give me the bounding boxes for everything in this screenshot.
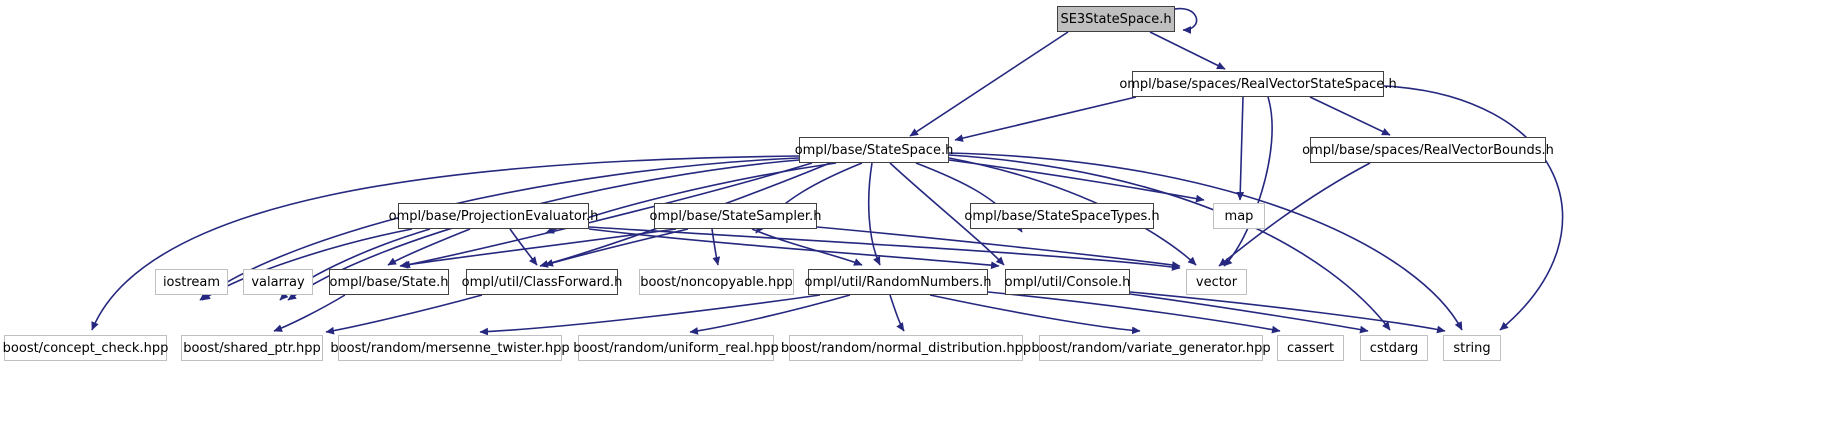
- edge-con-cstdarg: [1129, 293, 1369, 334]
- node-statesampler[interactable]: ompl/base/StateSampler.h: [650, 203, 821, 229]
- node-realvectorstatespace[interactable]: ompl/base/spaces/RealVectorStateSpace.h: [1119, 71, 1397, 97]
- node-projectionevaluator[interactable]: ompl/base/ProjectionEvaluator.h: [389, 203, 598, 229]
- node-label: ompl/util/RandomNumbers.h: [804, 274, 992, 290]
- node-vector[interactable]: vector: [1186, 269, 1247, 295]
- node-label: boost/random/normal_distribution.hpp: [780, 340, 1032, 356]
- edge-rvss-statespace: [954, 96, 1137, 142]
- node-label: ompl/base/State.h: [329, 274, 449, 290]
- edge-rvss-rvbounds: [1309, 96, 1391, 136]
- node-randomnumbers[interactable]: ompl/util/RandomNumbers.h: [805, 269, 992, 295]
- edge-sam-noncopyable: [711, 228, 721, 266]
- edge-rn-uniformreal: [689, 294, 851, 335]
- node-label: ompl/util/Console.h: [1004, 274, 1131, 290]
- node-console[interactable]: ompl/util/Console.h: [1005, 269, 1130, 295]
- node-label: vector: [1195, 274, 1238, 290]
- edge-pe-vector: [588, 226, 1181, 271]
- edge-se3-statespace: [909, 31, 1069, 137]
- node-label: valarray: [251, 274, 305, 290]
- edge-se3-self: [1169, 7, 1198, 34]
- node-label: ompl/util/ClassForward.h: [461, 274, 623, 290]
- node-label: boost/noncopyable.hpp: [640, 274, 793, 290]
- edge-sam-classforward: [544, 228, 689, 267]
- node-label: ompl/base/spaces/RealVectorBounds.h: [1302, 142, 1554, 158]
- node-noncopyable[interactable]: boost/noncopyable.hpp: [639, 269, 794, 295]
- node-concept-check[interactable]: boost/concept_check.hpp: [2, 335, 169, 361]
- edge-state-sharedptr: [273, 294, 346, 332]
- edge-rvbounds-vector: [1218, 162, 1371, 267]
- node-label: cassert: [1286, 340, 1335, 356]
- edge-sam-randomnumbers: [751, 228, 863, 266]
- edge-ss-map: [948, 159, 1205, 203]
- node-label: iostream: [162, 274, 221, 290]
- edge-pe-classforward: [509, 228, 538, 266]
- edge-sam-state: [399, 228, 677, 269]
- node-shared-ptr[interactable]: boost/shared_ptr.hpp: [181, 335, 323, 361]
- node-se3statespace[interactable]: SE3StateSpace.h: [1057, 6, 1175, 32]
- edge-rvss-string: [1383, 85, 1564, 331]
- node-string[interactable]: string: [1443, 335, 1501, 361]
- edge-ss-state: [401, 162, 813, 269]
- node-variate-generator[interactable]: boost/random/variate_generator.hpp: [1031, 335, 1271, 361]
- node-label: ompl/base/spaces/RealVectorStateSpace.h: [1119, 76, 1397, 92]
- node-iostream[interactable]: iostream: [155, 269, 228, 295]
- node-cstdarg[interactable]: cstdarg: [1360, 335, 1428, 361]
- edge-rn-cassert: [987, 291, 1281, 334]
- edge-ss-console: [889, 162, 1005, 266]
- edge-con-string: [1129, 291, 1446, 334]
- node-cassert[interactable]: cassert: [1277, 335, 1344, 361]
- node-statespacetypes[interactable]: ompl/base/StateSpaceTypes.h: [964, 203, 1160, 229]
- edge-sam-vector: [816, 226, 1181, 269]
- node-label: boost/random/uniform_real.hpp: [573, 340, 779, 356]
- edge-pe-state: [387, 228, 471, 266]
- node-label: boost/random/variate_generator.hpp: [1031, 340, 1271, 356]
- node-classforward[interactable]: ompl/util/ClassForward.h: [462, 269, 622, 295]
- node-statespace[interactable]: ompl/base/StateSpace.h: [795, 137, 953, 163]
- edge-rn-variategen: [929, 294, 1141, 335]
- edge-rvss-vector: [1223, 96, 1273, 267]
- node-label: map: [1224, 208, 1254, 224]
- node-label: boost/shared_ptr.hpp: [183, 340, 321, 356]
- node-valarray[interactable]: valarray: [243, 269, 313, 295]
- edge-rn-mersenne: [479, 294, 821, 336]
- node-label: SE3StateSpace.h: [1060, 11, 1172, 27]
- node-state[interactable]: ompl/base/State.h: [329, 269, 449, 295]
- edge-se3-realvectorss: [1149, 31, 1226, 70]
- node-map[interactable]: map: [1213, 203, 1265, 229]
- edge-rvss-map: [1236, 96, 1245, 201]
- node-label: ompl/base/StateSpace.h: [794, 142, 954, 158]
- node-label: ompl/base/StateSampler.h: [649, 208, 822, 224]
- edge-ss-randomnumbers: [867, 162, 881, 266]
- node-uniform-real[interactable]: boost/random/uniform_real.hpp: [573, 335, 779, 361]
- node-normal-distribution[interactable]: boost/random/normal_distribution.hpp: [781, 335, 1031, 361]
- node-label: boost/random/mersenne_twister.hpp: [330, 340, 570, 356]
- edge-ss-string: [948, 152, 1463, 331]
- edge-ss-conceptcheck: [91, 155, 800, 331]
- node-label: ompl/base/StateSpaceTypes.h: [964, 208, 1160, 224]
- node-label: string: [1453, 340, 1491, 356]
- edge-ss-cstdarg: [948, 154, 1391, 331]
- node-label: cstdarg: [1369, 340, 1419, 356]
- edge-rn-normaldist: [889, 294, 905, 332]
- edge-cf-sharedptr: [325, 294, 483, 335]
- node-realvectorbounds[interactable]: ompl/base/spaces/RealVectorBounds.h: [1302, 137, 1554, 163]
- node-label: boost/concept_check.hpp: [2, 340, 169, 356]
- node-label: ompl/base/ProjectionEvaluator.h: [388, 208, 599, 224]
- node-mersenne-twister[interactable]: boost/random/mersenne_twister.hpp: [330, 335, 570, 361]
